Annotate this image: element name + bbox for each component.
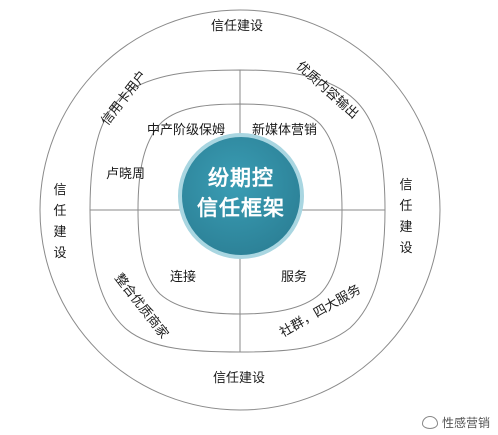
outer-ring xyxy=(39,9,441,411)
center-line-2: 信任框架 xyxy=(197,196,285,220)
center-circle xyxy=(178,133,304,259)
inner-label-top-right: 新媒体营销 xyxy=(252,123,318,138)
outer-label-top: 信任建设 xyxy=(211,19,264,34)
chat-bubble-icon xyxy=(421,416,438,429)
watermark: 性感营销 xyxy=(421,414,490,431)
outer-label-left: 信任建设 xyxy=(53,183,67,261)
outer-label-right: 信任建设 xyxy=(399,178,413,256)
outer-label-bottom: 信任建设 xyxy=(213,371,266,386)
inner-label-left: 卢晓周 xyxy=(106,167,146,182)
center-title: 纷期控 信任框架 xyxy=(178,163,304,223)
center-line-1: 纷期控 xyxy=(208,166,274,190)
inner-label-top-left: 中产阶级保姆 xyxy=(147,123,226,138)
watermark-text: 性感营销 xyxy=(441,416,490,430)
inner-label-bottom-right: 服务 xyxy=(281,270,308,285)
inner-label-bottom-left: 连接 xyxy=(170,270,197,285)
